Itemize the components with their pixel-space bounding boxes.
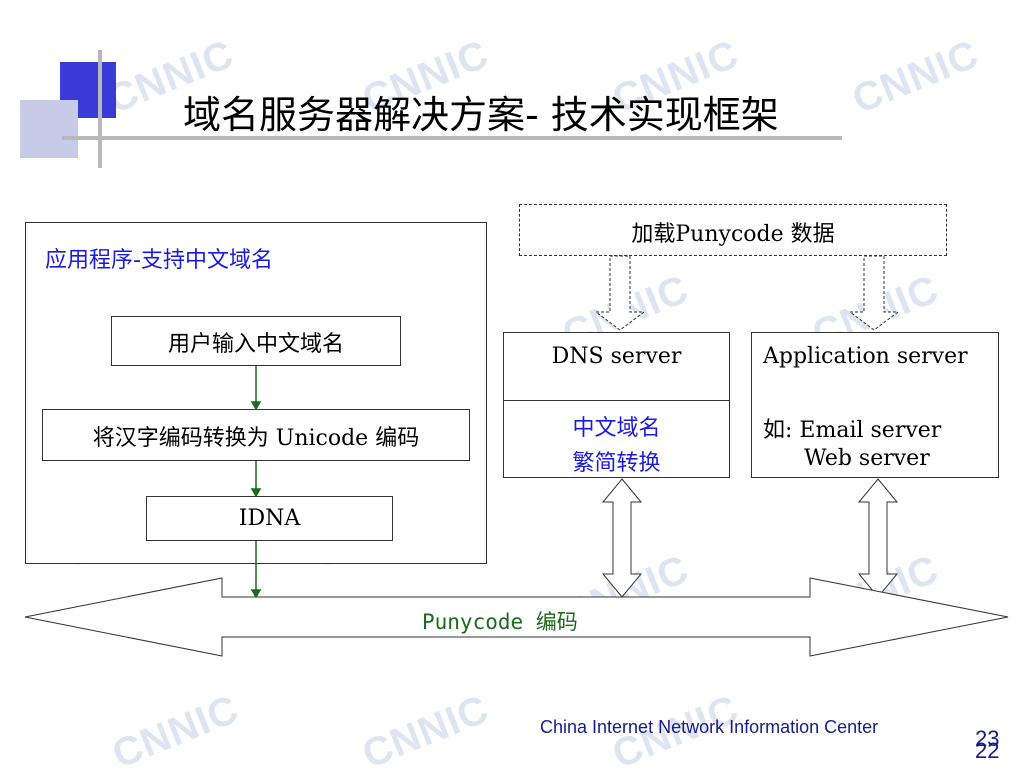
load-punycode-label: 加载Punycode 数据 — [631, 222, 835, 247]
app-server-line2: Web server — [804, 446, 930, 471]
deco-square-light — [20, 100, 78, 158]
page-title: 域名服务器解决方案- 技术实现框架 — [183, 93, 779, 137]
double-arrow-app — [857, 478, 899, 598]
page-number-overlay: 22 — [975, 738, 1000, 763]
step-unicode-label: 将汉字编码转换为 Unicode 编码 — [92, 426, 420, 451]
dns-server-title: DNS server — [551, 344, 682, 369]
step-input-label: 用户输入中文域名 — [167, 332, 344, 357]
dns-divider — [503, 400, 730, 401]
app-heading: 应用程序-支持中文域名 — [45, 248, 273, 273]
arrowhead — [250, 488, 262, 498]
app-server-line1: 如: Email server — [763, 418, 942, 443]
double-arrow-dns — [601, 478, 643, 598]
dns-line2: 繁简转换 — [572, 451, 661, 476]
punycode-label: Punycode 编码 — [422, 610, 578, 634]
dashed-down-arrow-app — [848, 255, 900, 331]
dns-line1: 中文域名 — [572, 416, 661, 441]
deco-vertical-line — [98, 50, 102, 168]
arrowhead — [250, 401, 262, 411]
dns-server-box — [503, 332, 730, 478]
app-server-box — [751, 332, 999, 478]
load-punycode-box — [519, 204, 947, 256]
step-input-box — [111, 316, 401, 366]
step-idna-box — [146, 496, 393, 541]
app-server-title: Application server — [763, 344, 968, 369]
punycode-double-arrow — [24, 577, 1009, 657]
arrowhead — [250, 589, 262, 599]
step-unicode-box — [42, 409, 470, 461]
footer-org: China Internet Network Information Cente… — [540, 717, 879, 737]
dashed-down-arrow-dns — [594, 255, 646, 331]
page-number: 23 — [975, 726, 1000, 751]
step-idna-label: IDNA — [238, 506, 301, 531]
deco-horizontal-line — [62, 136, 842, 140]
